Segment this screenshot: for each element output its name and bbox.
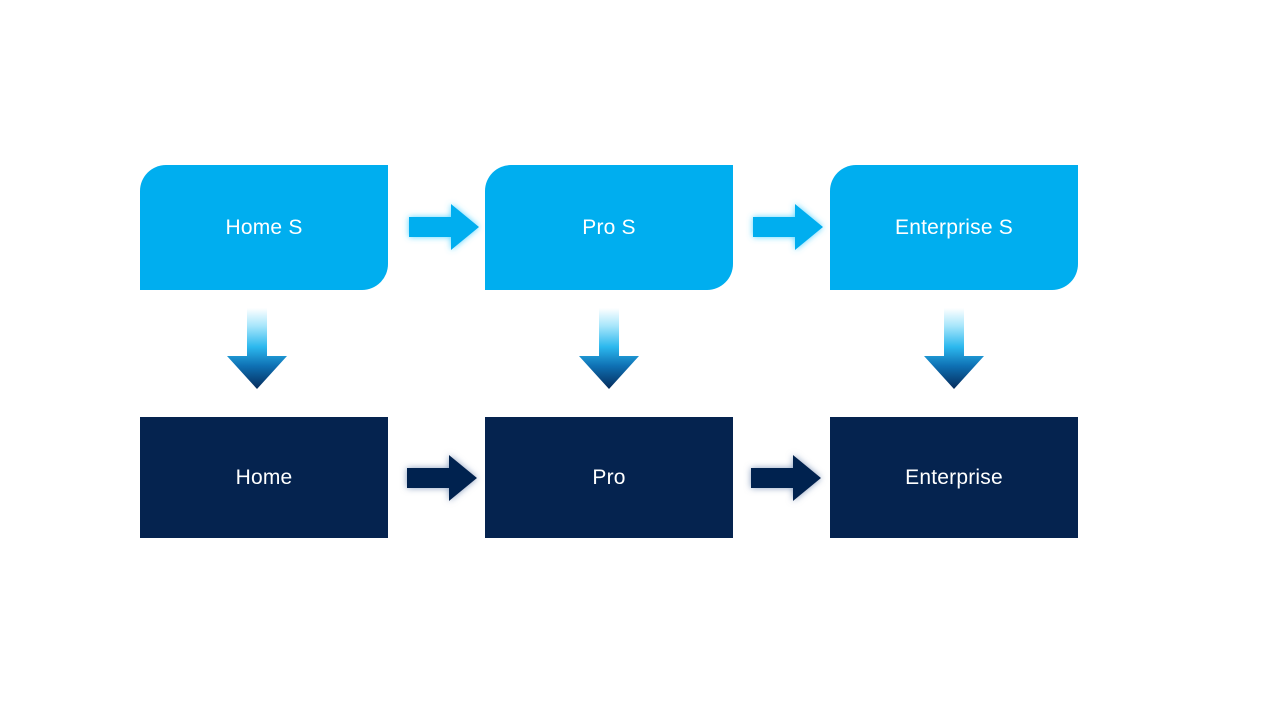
node-pro-s[interactable]: Pro S — [485, 165, 733, 290]
node-home-s[interactable]: Home S — [140, 165, 388, 290]
arrow-right-icon — [751, 454, 821, 502]
node-pro[interactable]: Pro — [485, 417, 733, 538]
node-label: Home S — [225, 215, 303, 239]
arrow-down-icon — [923, 308, 985, 390]
node-enterprise[interactable]: Enterprise — [830, 417, 1078, 538]
node-enterprise-s[interactable]: Enterprise S — [830, 165, 1078, 290]
node-label: Enterprise S — [895, 215, 1013, 239]
node-label: Enterprise — [905, 465, 1003, 489]
node-label: Pro — [592, 465, 626, 489]
node-label: Pro S — [582, 215, 636, 239]
arrow-right-icon — [409, 203, 479, 251]
arrow-right-icon — [407, 454, 477, 502]
arrow-down-icon — [578, 308, 640, 390]
arrow-right-icon — [753, 203, 823, 251]
node-home[interactable]: Home — [140, 417, 388, 538]
node-label: Home — [235, 465, 293, 489]
arrow-down-icon — [226, 308, 288, 390]
